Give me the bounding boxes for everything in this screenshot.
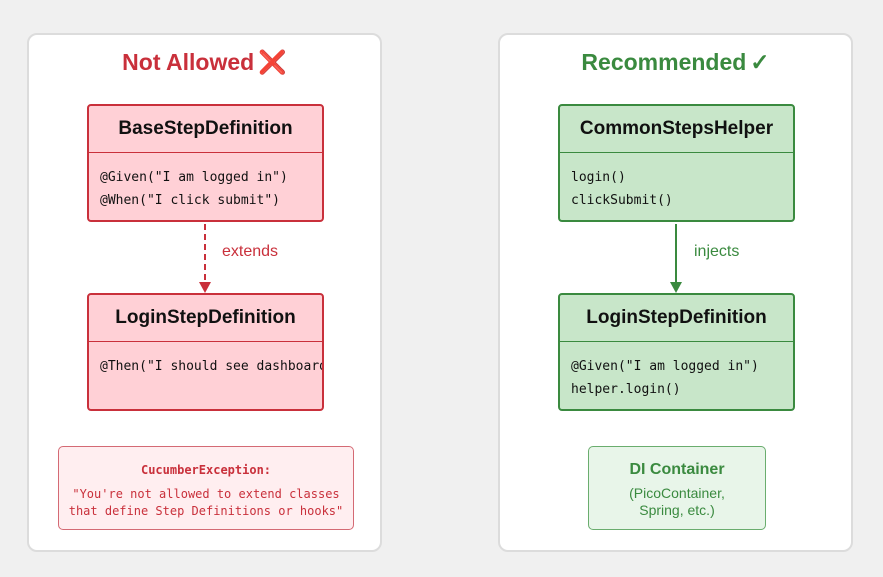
di-container-title: DI Container [629, 461, 725, 478]
exception-line: "You're not allowed to extend classes [72, 487, 340, 501]
method-line: @Given("I am logged in") [100, 170, 288, 185]
di-container-note: DI Container (PicoContainer, Spring, etc… [588, 446, 766, 530]
login-step-definition-box: LoginStepDefinition @Then("I should see … [87, 293, 324, 411]
class-name: LoginStepDefinition [560, 295, 793, 342]
method-line: helper.login() [571, 382, 681, 397]
method-line: @When("I click submit") [100, 193, 281, 208]
recommended-panel: Recommended✓ CommonStepsHelper login() c… [498, 33, 853, 552]
method-line: login() [571, 170, 626, 185]
method-line: @Given("I am logged in") [571, 359, 759, 374]
class-body: @Given("I am logged in") helper.login() [560, 342, 793, 401]
check-icon: ✓ [750, 49, 770, 75]
class-body: login() clickSubmit() [560, 153, 793, 212]
cucumber-exception-note: CucumberException: "You're not allowed t… [58, 446, 354, 530]
di-container-examples: (PicoContainer, Spring, etc.) [589, 485, 765, 519]
base-step-definition-box: BaseStepDefinition @Given("I am logged i… [87, 104, 324, 222]
method-line: @Then("I should see dashboard") [100, 359, 324, 374]
cross-icon: ❌ [258, 49, 287, 75]
common-steps-helper-box: CommonStepsHelper login() clickSubmit() [558, 104, 795, 222]
di-example-line: Spring, etc.) [639, 502, 715, 518]
injects-arrow [670, 224, 682, 293]
recommended-title: Recommended✓ [500, 49, 851, 76]
class-body: @Then("I should see dashboard") [89, 342, 322, 378]
login-step-definition-box: LoginStepDefinition @Given("I am logged … [558, 293, 795, 411]
method-line: clickSubmit() [571, 193, 673, 208]
extends-arrow [199, 224, 211, 293]
class-name: BaseStepDefinition [89, 106, 322, 153]
not-allowed-panel: Not Allowed❌ BaseStepDefinition @Given("… [27, 33, 382, 552]
class-name: LoginStepDefinition [89, 295, 322, 342]
exception-title: CucumberException: [140, 463, 272, 477]
recommended-title-text: Recommended [581, 49, 747, 75]
exception-line: that define Step Definitions or hooks" [68, 504, 344, 518]
class-body: @Given("I am logged in") @When("I click … [89, 153, 322, 212]
not-allowed-title: Not Allowed❌ [29, 49, 380, 76]
class-name: CommonStepsHelper [560, 106, 793, 153]
not-allowed-title-text: Not Allowed [122, 49, 255, 75]
extends-label: extends [222, 243, 279, 260]
di-example-line: (PicoContainer, [629, 485, 725, 501]
exception-message: "You're not allowed to extend classes th… [59, 486, 353, 520]
injects-label: injects [694, 243, 740, 260]
